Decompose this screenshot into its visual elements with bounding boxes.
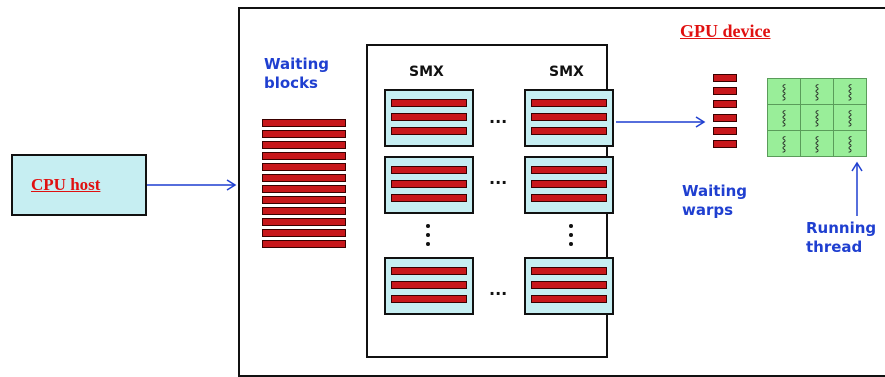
active-block <box>391 267 467 275</box>
thread-squiggle-icon: ⸾ <box>847 84 853 100</box>
thread-cell: ⸾ <box>800 130 834 157</box>
thread-squiggle-icon: ⸾ <box>814 110 820 126</box>
thread-cell: ⸾ <box>767 130 801 157</box>
active-block <box>531 281 607 289</box>
smx-to-warps-arrow <box>616 116 706 128</box>
running-thread-label: Running thread <box>806 219 876 257</box>
waiting-blocks-line1: Waiting <box>264 55 330 73</box>
active-block <box>531 267 607 275</box>
thread-squiggle-icon: ⸾ <box>781 110 787 126</box>
thread-cell: ⸾ <box>767 78 801 105</box>
waiting-warp <box>713 126 737 135</box>
cpu-to-gpu-arrow <box>147 179 237 191</box>
waiting-block <box>262 152 346 160</box>
waiting-warps-line1: Waiting <box>682 182 748 200</box>
running-thread-line1: Running <box>806 219 877 237</box>
horizontal-ellipsis: ... <box>489 169 508 188</box>
cpu-host-label: CPU host <box>31 175 101 194</box>
thread-cell: ⸾ <box>767 104 801 131</box>
thread-cell: ⸾ <box>833 130 867 157</box>
active-block <box>531 180 607 188</box>
waiting-block <box>262 119 346 127</box>
horizontal-ellipsis: ... <box>489 108 508 127</box>
thread-cell: ⸾ <box>800 78 834 105</box>
active-block <box>531 99 607 107</box>
waiting-block <box>262 174 346 182</box>
waiting-warps-line2: warps <box>682 201 734 219</box>
waiting-block <box>262 196 346 204</box>
waiting-warp <box>713 100 737 109</box>
horizontal-ellipsis: ... <box>489 280 508 299</box>
waiting-block <box>262 207 346 215</box>
active-block <box>531 295 607 303</box>
active-block <box>531 166 607 174</box>
waiting-warp <box>713 140 737 148</box>
vertical-ellipsis <box>426 224 430 251</box>
waiting-block <box>262 185 346 193</box>
active-block <box>531 194 607 202</box>
waiting-block <box>262 141 346 149</box>
thread-squiggle-icon: ⸾ <box>781 84 787 100</box>
thread-squiggle-icon: ⸾ <box>847 110 853 126</box>
active-block <box>391 180 467 188</box>
thread-cell: ⸾ <box>833 78 867 105</box>
active-block <box>531 127 607 135</box>
waiting-block <box>262 163 346 171</box>
running-thread-line2: thread <box>806 238 863 256</box>
waiting-warp <box>713 87 737 96</box>
thread-squiggle-icon: ⸾ <box>781 136 787 152</box>
running-thread-arrow <box>851 161 863 216</box>
waiting-warp <box>713 113 737 122</box>
active-block <box>391 194 467 202</box>
thread-cell: ⸾ <box>833 104 867 131</box>
waiting-block <box>262 130 346 138</box>
active-block <box>391 113 467 121</box>
cpu-host-box: CPU host <box>11 154 147 216</box>
active-block <box>391 295 467 303</box>
active-block <box>531 113 607 121</box>
thread-squiggle-icon: ⸾ <box>814 136 820 152</box>
thread-squiggle-icon: ⸾ <box>847 136 853 152</box>
smx-label-left: SMX <box>409 64 444 80</box>
waiting-blocks-line2: blocks <box>264 74 318 92</box>
waiting-block <box>262 240 346 248</box>
active-block <box>391 127 467 135</box>
waiting-warps-label: Waiting warps <box>682 182 747 220</box>
vertical-ellipsis <box>569 224 573 251</box>
gpu-device-label: GPU device <box>680 21 771 41</box>
active-block <box>391 281 467 289</box>
smx-label-right: SMX <box>549 64 584 80</box>
active-block <box>391 166 467 174</box>
thread-squiggle-icon: ⸾ <box>814 84 820 100</box>
active-block <box>391 99 467 107</box>
waiting-block <box>262 218 346 226</box>
waiting-blocks-label: Waiting blocks <box>264 55 329 93</box>
thread-cell: ⸾ <box>800 104 834 131</box>
waiting-block <box>262 229 346 237</box>
waiting-warp <box>713 74 737 82</box>
